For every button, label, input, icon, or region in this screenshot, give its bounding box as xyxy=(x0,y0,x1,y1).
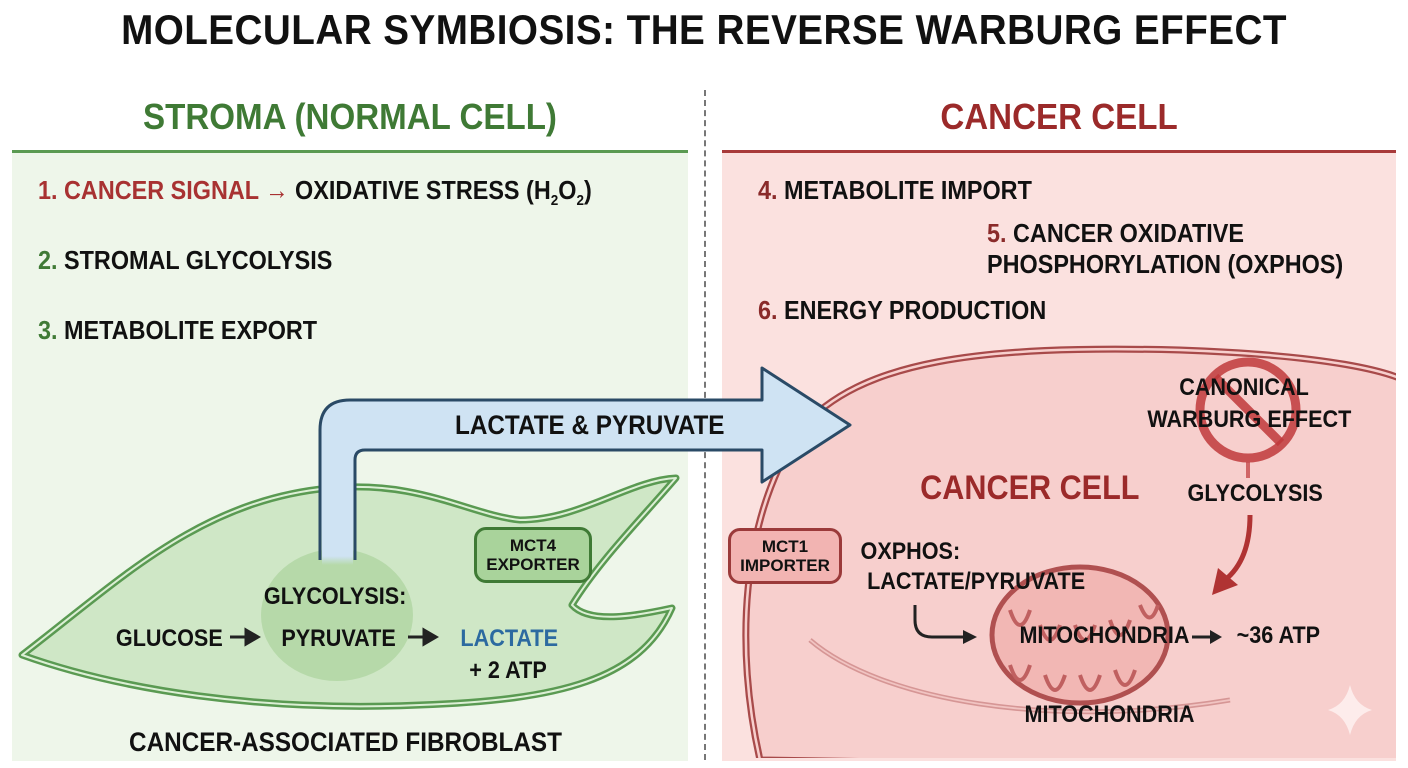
arrow-icon xyxy=(244,627,261,647)
lactate-pyruvate-arrow xyxy=(318,366,852,565)
step-5: 5. CANCER OXIDATIVE PHOSPHORYLATION (OXP… xyxy=(987,218,1343,280)
fibroblast-caption: CANCER-ASSOCIATED FIBROBLAST xyxy=(129,727,562,757)
step-5-text: CANCER OXIDATIVE xyxy=(1013,218,1245,248)
step-6-text: ENERGY PRODUCTION xyxy=(784,295,1047,325)
cancer-header: CANCER CELL xyxy=(940,96,1178,137)
atp-36-label: ~36 ATP xyxy=(1236,622,1321,649)
step-3-number: 3. xyxy=(38,315,58,345)
mitochondria-caption: MITOCHONDRIA xyxy=(1024,701,1195,728)
step-2-text: STROMAL GLYCOLYSIS xyxy=(64,245,333,275)
curved-arrow-icon xyxy=(1223,514,1253,582)
step-1: 1. CANCER SIGNAL → OXIDATIVE STRESS (H2O… xyxy=(38,175,592,209)
diagram-title: MOLECULAR SYMBIOSIS: THE REVERSE WARBURG… xyxy=(121,6,1287,53)
pyruvate-label: PYRUVATE xyxy=(281,625,396,652)
mct1-role: IMPORTER xyxy=(740,556,830,575)
glycolysis-arrows xyxy=(230,627,439,647)
arrowhead-icon xyxy=(1210,630,1222,644)
mct4-name: MCT4 xyxy=(509,536,557,555)
step-6: 6. ENERGY PRODUCTION xyxy=(758,295,1046,326)
glycolysis-label: GLYCOLYSIS: xyxy=(263,583,407,610)
oxphos-label-line1: OXPHOS: xyxy=(860,538,961,565)
step-3: 3. METABOLITE EXPORT xyxy=(38,315,317,346)
arrow-icon xyxy=(422,627,439,647)
glucose-label: GLUCOSE xyxy=(115,625,223,652)
atp-yield-label: + 2 ATP xyxy=(469,657,547,684)
oxphos-arrow-icon xyxy=(913,605,965,639)
mitochondrion-icon xyxy=(989,564,1171,706)
step-5-number: 5. xyxy=(987,218,1007,248)
glycolysis-nucleus xyxy=(261,549,413,681)
arrowhead-icon xyxy=(1212,568,1238,595)
step-5-text-line2: PHOSPHORYLATION (OXPHOS) xyxy=(987,249,1344,279)
mct4-role: EXPORTER xyxy=(486,555,580,574)
mitochondria-inner-label: MITOCHONDRIA xyxy=(1019,622,1190,649)
step-4: 4. METABOLITE IMPORT xyxy=(758,175,1032,206)
canonical-label-line1: CANONICAL xyxy=(1179,374,1309,401)
stroma-header: STROMA (NORMAL CELL) xyxy=(143,96,557,137)
step-4-text: METABOLITE IMPORT xyxy=(784,175,1032,205)
arrow-right-icon: → xyxy=(265,175,289,205)
mct4-exporter: MCT4 EXPORTER xyxy=(474,527,592,583)
arrowhead-icon xyxy=(963,630,977,644)
step-1-number: 1. xyxy=(38,175,58,205)
step-4-number: 4. xyxy=(758,175,778,205)
step-6-number: 6. xyxy=(758,295,778,325)
prohibited-icon xyxy=(1195,357,1301,478)
lactate-label: LACTATE xyxy=(460,625,559,652)
mct1-name: MCT1 xyxy=(761,537,809,556)
glycolysis-label-right: GLYCOLYSIS xyxy=(1187,480,1323,507)
step-3-text: METABOLITE EXPORT xyxy=(64,315,318,345)
step-2: 2. STROMAL GLYCOLYSIS xyxy=(38,245,332,276)
step-1-result: OXIDATIVE STRESS (H2O2) xyxy=(295,175,592,210)
sparkle-icon xyxy=(1328,685,1372,735)
flow-arrow-label: LACTATE & PYRUVATE xyxy=(454,410,725,440)
step-2-number: 2. xyxy=(38,245,58,275)
step-1-text: CANCER SIGNAL xyxy=(64,175,259,205)
mct1-importer: MCT1 IMPORTER xyxy=(728,528,842,584)
canonical-label-line2: WARBURG EFFECT xyxy=(1147,406,1352,433)
oxphos-label-line2: LACTATE/PYRUVATE xyxy=(867,568,1086,595)
cancer-cell-label: CANCER CELL xyxy=(920,469,1140,507)
